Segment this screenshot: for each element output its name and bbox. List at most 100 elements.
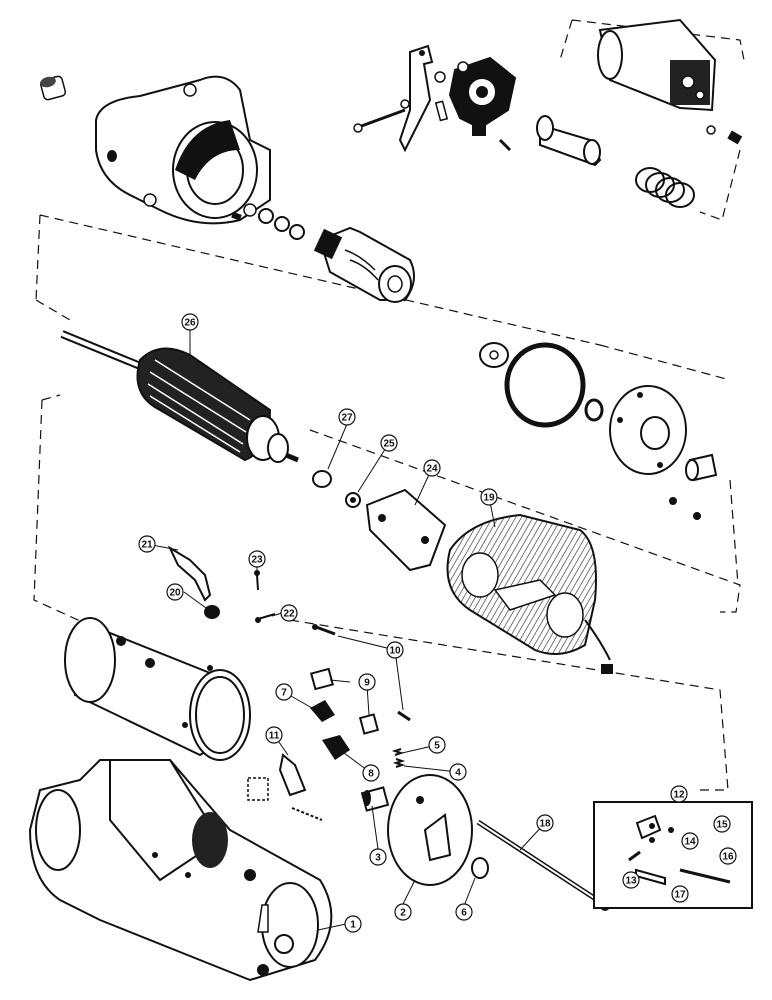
callout-number: 25 (383, 439, 395, 450)
callout-4: 4 (449, 763, 467, 781)
callout-7: 7 (275, 683, 293, 701)
callout-6: 6 (455, 903, 473, 921)
part-20-plug (204, 605, 220, 619)
callout-number: 13 (625, 876, 637, 887)
callout-circle (166, 583, 184, 601)
callout-circle (369, 848, 387, 866)
callout-circle (344, 915, 362, 933)
solenoid-hardware (706, 125, 743, 145)
drive-washers (231, 208, 305, 240)
callout-number: 17 (674, 890, 686, 901)
callout-circle (275, 683, 293, 701)
bushing-small (39, 75, 67, 101)
gasket-ring (504, 342, 586, 428)
callout-25: 25 (380, 434, 398, 452)
seal-ring (584, 398, 604, 422)
callout-8: 8 (362, 764, 380, 782)
callout-layer: 1234567891011121314151617181920212223242… (138, 313, 737, 933)
callout-circle (480, 488, 498, 506)
callout-number: 27 (341, 413, 353, 424)
callout-number: 14 (684, 837, 696, 848)
callout-19: 19 (480, 488, 498, 506)
callout-12: 12 (670, 785, 688, 803)
callout-circle (536, 814, 554, 832)
callout-2: 2 (394, 903, 412, 921)
callout-number: 23 (251, 555, 263, 566)
callout-number: 21 (141, 540, 153, 551)
callout-16: 16 (719, 847, 737, 865)
callout-number: 6 (461, 908, 467, 919)
callout-circle (394, 903, 412, 921)
part-27-washer (312, 470, 332, 488)
dashed-group-outlines (33, 19, 745, 791)
armature (60, 330, 299, 463)
callout-number: 16 (722, 852, 734, 863)
callout-circle (138, 535, 156, 553)
callout-number: 26 (184, 318, 196, 329)
callout-number: 2 (400, 908, 406, 919)
callout-circle (265, 726, 283, 744)
callout-23: 23 (248, 550, 266, 568)
callout-5: 5 (428, 736, 446, 754)
callout-circle (386, 641, 404, 659)
callout-number: 18 (539, 819, 551, 830)
part-2-end-frame (387, 774, 473, 886)
callout-circle (358, 673, 376, 691)
callout-number: 8 (368, 769, 374, 780)
callout-1: 1 (344, 915, 362, 933)
part-19-field-coils (446, 513, 613, 674)
callout-circle (248, 550, 266, 568)
drive-housing (95, 75, 271, 225)
callout-11: 11 (265, 726, 283, 744)
callout-21: 21 (138, 535, 156, 553)
shift-lever-assembly (353, 44, 449, 153)
callout-number: 19 (483, 493, 495, 504)
callout-circle (719, 847, 737, 865)
callout-circle (622, 871, 640, 889)
callout-number: 9 (364, 678, 370, 689)
part-6-plug (471, 857, 489, 879)
callout-26: 26 (181, 313, 199, 331)
field-frame (64, 617, 251, 761)
callout-circle (671, 885, 689, 903)
end-cap-bushing (685, 453, 718, 482)
part-22-screw (255, 613, 276, 623)
plunger-spring (635, 167, 695, 208)
part-25-screw (345, 492, 361, 508)
callout-18: 18 (536, 814, 554, 832)
part-10-screws (312, 624, 411, 722)
callout-17: 17 (671, 885, 689, 903)
drive-pinion-clutch (313, 226, 415, 303)
callout-circle (423, 459, 441, 477)
end-cap-screws (669, 497, 701, 520)
callout-number: 7 (281, 688, 287, 699)
part-23-screw (254, 570, 260, 591)
callout-number: 12 (673, 790, 685, 801)
callout-10: 10 (386, 641, 404, 659)
callout-circle (428, 736, 446, 754)
loose-terminal-parts (247, 777, 323, 821)
callout-circle (449, 763, 467, 781)
part-11-insulator (278, 753, 307, 797)
callout-number: 15 (716, 820, 728, 831)
solenoid-switch (597, 18, 717, 112)
callout-circle (362, 764, 380, 782)
end-cap-flange (609, 385, 687, 475)
callout-number: 22 (283, 609, 295, 620)
plunger (536, 115, 602, 167)
part-5-spring (391, 748, 405, 756)
callout-circle (181, 313, 199, 331)
callout-13: 13 (622, 871, 640, 889)
callout-circle (380, 434, 398, 452)
callout-circle (713, 815, 731, 833)
solenoid-mount-plate (448, 56, 517, 152)
field-group-outline (33, 394, 741, 681)
callout-number: 3 (375, 853, 381, 864)
callout-number: 4 (455, 768, 461, 779)
callout-number: 1 (350, 920, 356, 931)
callout-9: 9 (358, 673, 376, 691)
callout-27: 27 (338, 408, 356, 426)
callout-24: 24 (423, 459, 441, 477)
part-3-bushing (360, 786, 390, 812)
